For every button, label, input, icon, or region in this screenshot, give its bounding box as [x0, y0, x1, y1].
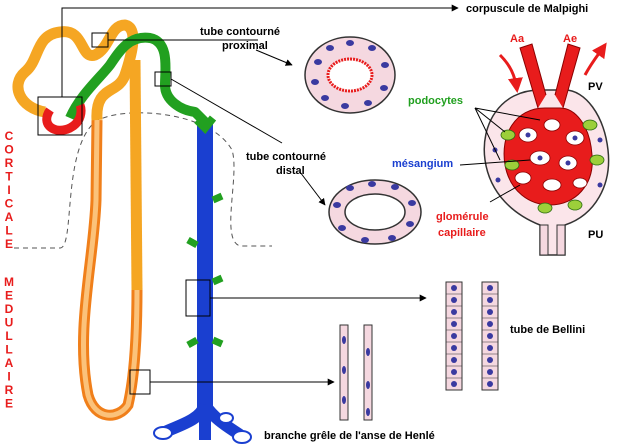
cortex-medulla-boundary [14, 112, 272, 249]
label-tcd-2: distal [276, 165, 305, 177]
label-ae: Ae [563, 33, 577, 45]
label-glomerule-2: capillaire [438, 227, 486, 239]
malpighi-corpuscle [483, 42, 610, 256]
zone-letter: U [5, 316, 14, 330]
label-glomerule-1: glomérule [436, 211, 489, 223]
label-corpuscule: corpuscule de Malpighi [466, 3, 588, 15]
zone-letter: R [5, 383, 14, 397]
label-pv: PV [588, 81, 603, 93]
label-aa: Aa [510, 33, 525, 45]
label-tcp-1: tube contourné [200, 26, 280, 38]
label-mesangium: mésangium [392, 158, 453, 170]
label-tcd-1: tube contourné [246, 151, 326, 163]
zone-letter: C [5, 197, 14, 211]
zone-letter: O [4, 143, 13, 157]
label-podocytes: podocytes [408, 95, 463, 107]
loop-of-henle [77, 59, 143, 421]
zone-letter: M [4, 275, 14, 289]
zone-letter: C [5, 129, 14, 143]
henle-thin-limb [339, 324, 373, 421]
label-pu: PU [588, 229, 603, 241]
zone-letter: E [5, 397, 13, 411]
zone-letter: E [5, 289, 13, 303]
proximal-tubule-cross-section [304, 36, 396, 114]
glomerulus-small [37, 96, 86, 136]
label-henle: branche grêle de l'anse de Henlé [264, 430, 435, 442]
zone-letter: L [5, 343, 12, 357]
bellini-tube [445, 281, 499, 391]
distal-tubule [65, 32, 209, 126]
zone-letter: L [5, 224, 12, 238]
zone-letter: L [5, 329, 12, 343]
proximal-tubule [12, 19, 139, 121]
zone-letter: E [5, 237, 13, 251]
zone-letter: I [7, 370, 10, 384]
zone-letter: D [5, 302, 14, 316]
zone-letter: A [5, 356, 14, 370]
zone-letter: I [7, 183, 10, 197]
zone-letter: R [5, 156, 14, 170]
zone-letter: A [5, 210, 14, 224]
label-tcp-2: proximal [222, 40, 268, 52]
zone-letter: T [5, 170, 13, 184]
label-bellini: tube de Bellini [510, 324, 585, 336]
distal-tubule-cross-section [328, 179, 422, 245]
